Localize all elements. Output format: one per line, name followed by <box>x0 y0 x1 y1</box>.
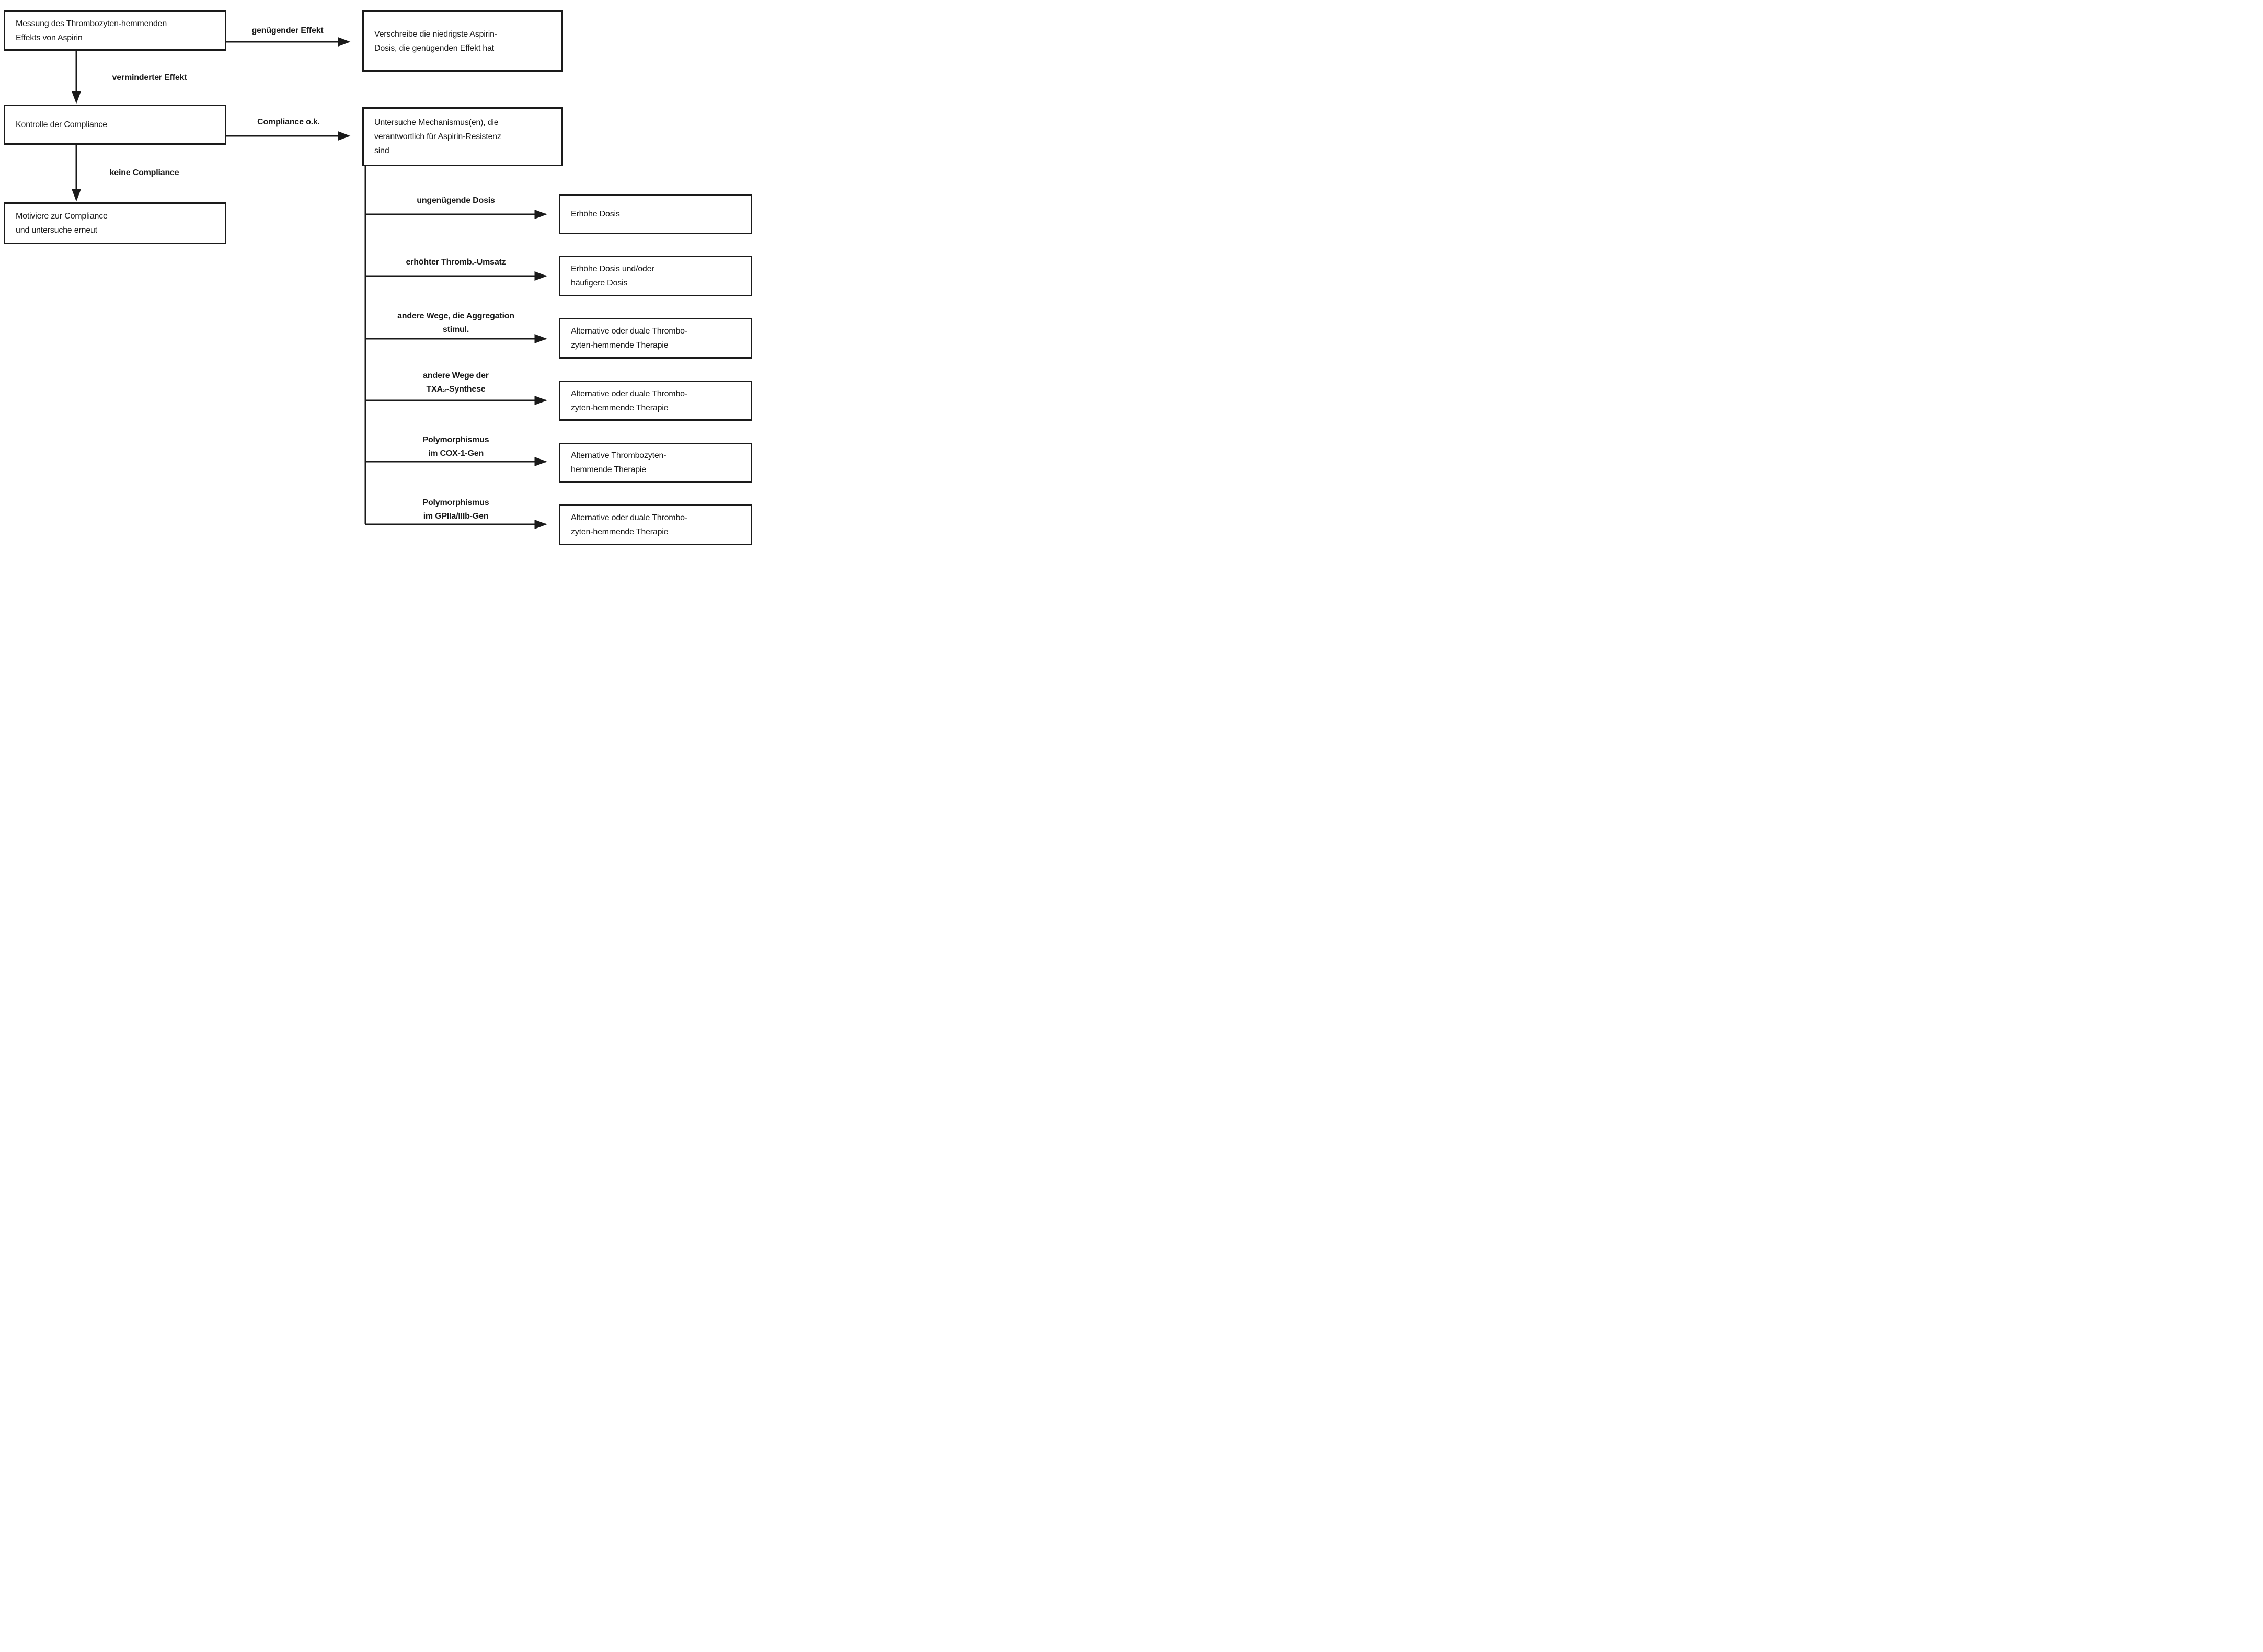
node-text-line: Alternative Thrombozyten- <box>571 451 667 460</box>
edge-label-line: Compliance o.k. <box>257 118 320 127</box>
edge-label-genuegender-effekt: genügender Effekt <box>225 24 350 38</box>
edge-label-line: im COX-1-Gen <box>428 449 484 458</box>
edge-label-line: stimul. <box>442 325 469 334</box>
node-untersuche-mechanismus: Untersuche Mechanismus(en), die verantwo… <box>362 107 563 166</box>
node-text-line: häufigere Dosis <box>571 279 628 288</box>
edge-label-polymorphismus-cox1: Polymorphismus im COX-1-Gen <box>359 433 553 461</box>
node-text-line: Erhöhe Dosis und/oder <box>571 265 654 273</box>
edge-label-line: Polymorphismus <box>422 498 489 507</box>
node-text-line: Effekts von Aspirin <box>16 33 83 42</box>
edge-label-line: keine Compliance <box>109 168 179 177</box>
node-text-line: Alternative oder duale Thrombo- <box>571 389 687 398</box>
edge-label-line: Polymorphismus <box>422 435 489 444</box>
edge-label-line: genügender Effekt <box>251 26 324 35</box>
flowchart-edges <box>72 37 547 529</box>
node-alternative-therapie: Alternative Thrombozyten- hemmende Thera… <box>559 443 752 483</box>
edge-label-keine-compliance: keine Compliance <box>82 166 207 180</box>
node-text-line: Alternative oder duale Thrombo- <box>571 513 687 522</box>
edge-label-polymorphismus-gpiia: Polymorphismus im GPIIa/IIIb-Gen <box>359 496 553 523</box>
node-text-line: und untersuche erneut <box>16 226 97 235</box>
node-alternative-duale-therapie-1: Alternative oder duale Thrombo- zyten-he… <box>559 318 752 359</box>
node-verschreibe-niedrigste-dosis: Verschreibe die niedrigste Aspirin- Dosi… <box>362 10 563 72</box>
edge-label-andere-wege-aggregation: andere Wege, die Aggregation stimul. <box>359 309 553 337</box>
node-alternative-duale-therapie-3: Alternative oder duale Thrombo- zyten-he… <box>559 504 752 545</box>
node-kontrolle-compliance: Kontrolle der Compliance <box>4 105 226 145</box>
edge-label-line: andere Wege, die Aggregation <box>397 312 514 320</box>
flowchart-aspirin-resistenz: Messung des Thrombozyten-hemmenden Effek… <box>0 0 754 550</box>
node-text-line: Untersuche Mechanismus(en), die <box>374 118 499 127</box>
edge-label-line: TXA₂-Synthese <box>426 385 486 394</box>
edge-label-erhoehter-thromb-umsatz: erhöhter Thromb.-Umsatz <box>364 256 547 269</box>
node-erhoehe-dosis-haeufigere: Erhöhe Dosis und/oder häufigere Dosis <box>559 256 752 296</box>
node-messung-effekt: Messung des Thrombozyten-hemmenden Effek… <box>4 10 226 51</box>
node-motiviere-compliance: Motiviere zur Compliance und untersuche … <box>4 202 226 244</box>
edge-label-line: erhöhter Thromb.-Umsatz <box>406 258 506 267</box>
node-text-line: Kontrolle der Compliance <box>16 120 107 129</box>
node-text-line: zyten-hemmende Therapie <box>571 527 669 536</box>
edge-label-line: andere Wege der <box>423 371 489 380</box>
edge-label-line: ungenügende Dosis <box>417 196 495 205</box>
node-text-line: Motiviere zur Compliance <box>16 212 108 221</box>
node-text-line: Verschreibe die niedrigste Aspirin- <box>374 29 497 39</box>
edge-label-andere-wege-txa2-synthese: andere Wege der TXA₂-Synthese <box>359 369 553 396</box>
edge-label-compliance-ok: Compliance o.k. <box>226 116 351 129</box>
edge-label-verminderter-effekt: verminderter Effekt <box>87 71 212 85</box>
node-text-line: Messung des Thrombozyten-hemmenden <box>16 19 167 28</box>
node-text-line: zyten-hemmende Therapie <box>571 341 669 350</box>
node-text-line: Dosis, die genügenden Effekt hat <box>374 43 495 53</box>
node-text-line: Alternative oder duale Thrombo- <box>571 327 687 336</box>
node-text-line: hemmende Therapie <box>571 465 646 474</box>
node-alternative-duale-therapie-2: Alternative oder duale Thrombo- zyten-he… <box>559 381 752 421</box>
edge-label-line: im GPIIa/IIIb-Gen <box>423 512 489 521</box>
node-text-line: sind <box>374 146 389 155</box>
node-erhoehe-dosis: Erhöhe Dosis <box>559 194 752 234</box>
edge-label-ungenuegende-dosis: ungenügende Dosis <box>364 194 547 208</box>
node-text-line: verantwortlich für Aspirin-Resistenz <box>374 132 501 141</box>
edge-label-line: verminderter Effekt <box>112 73 187 82</box>
node-text-line: zyten-hemmende Therapie <box>571 403 669 412</box>
node-text-line: Erhöhe Dosis <box>571 210 620 219</box>
